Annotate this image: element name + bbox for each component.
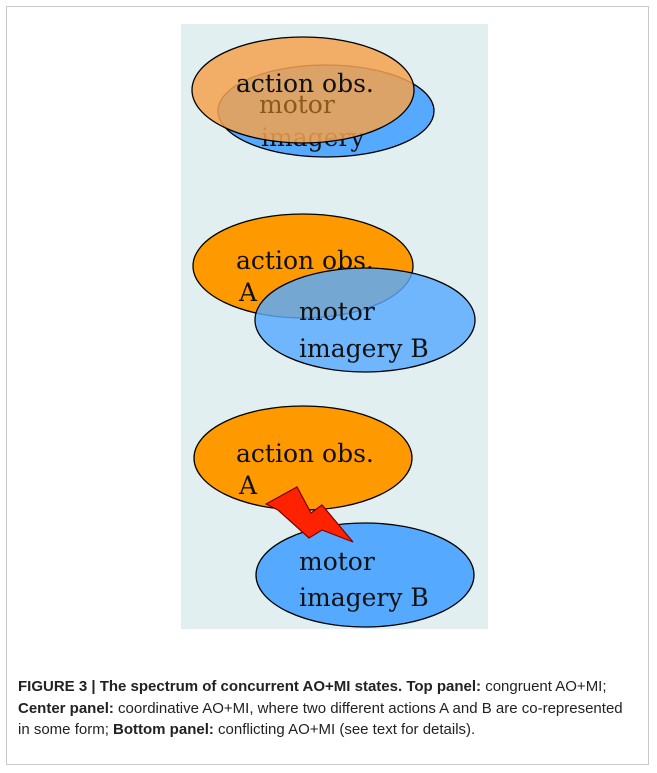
caption-center-label: Center panel: (18, 699, 114, 717)
top-mi-label-line1: motor (259, 90, 335, 119)
figure-caption: FIGURE 3 | The spectrum of concurrent AO… (18, 676, 638, 741)
conflict-lightning-bolt-icon (264, 486, 354, 543)
bottom-ao-label-line2: A (238, 471, 258, 500)
top-ao-label-line1: action obs. (236, 69, 374, 98)
bottom-ao-label-line1: action obs. (236, 439, 374, 468)
bottom-panel: action obs. A motor imagery B (193, 405, 475, 628)
caption-bottom-text: conflicting AO+MI (see text for details)… (218, 721, 476, 738)
center-motor-imagery-ellipse (254, 267, 476, 373)
center-mi-label-line2: imagery B (299, 334, 429, 363)
top-action-observation-ellipse (191, 36, 415, 144)
caption-top-text: congruent AO+MI; (485, 678, 607, 695)
caption-top-label: Top panel: (406, 678, 482, 695)
center-panel: action obs. A motor imagery B (192, 213, 476, 373)
caption-figure-label: FIGURE 3 | The spectrum of concurrent AO… (18, 678, 403, 695)
center-ao-label-line2: A (238, 278, 258, 307)
caption-bottom-label: Bottom panel: (113, 721, 214, 738)
bottom-motor-imagery-ellipse (255, 522, 475, 628)
bottom-mi-label-line1: motor (299, 547, 375, 576)
center-mi-label-line1: motor (299, 297, 375, 326)
top-panel: imagery action obs. motor (191, 36, 435, 158)
bottom-mi-label-line2: imagery B (299, 583, 429, 612)
caption-center-text: coordinative AO+MI, where two different … (18, 699, 623, 739)
